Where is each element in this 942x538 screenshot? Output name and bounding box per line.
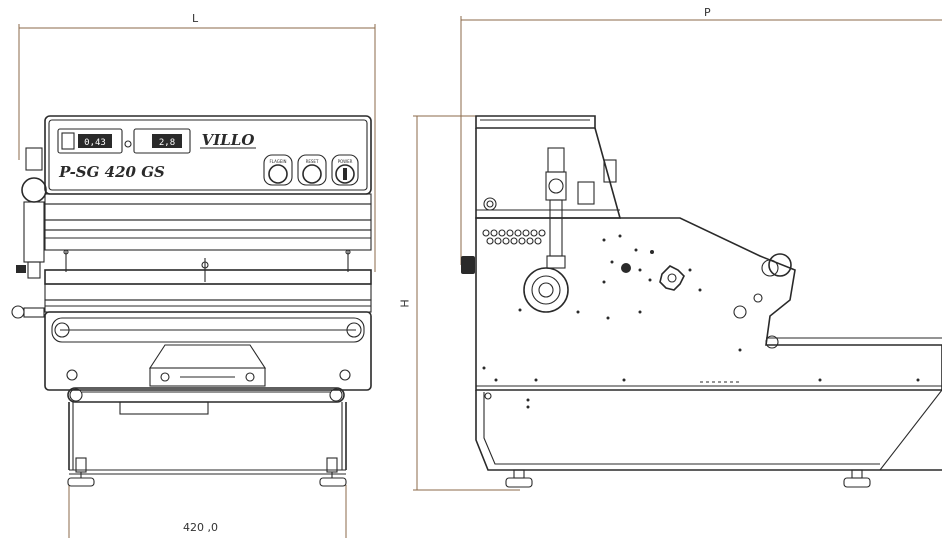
brand-logo: VILLO [202,131,255,149]
side-knob [659,265,685,291]
display-left-value: 0,43 [84,138,106,148]
dimension-label-L: L [192,12,199,25]
side-foot-left [505,469,533,488]
dimension-base-width [68,485,347,538]
side-view [461,115,942,488]
button-3: POWER [331,154,359,186]
model-name: P-SG 420 GS [58,163,165,181]
display-right: 2,8 [133,128,191,154]
dimension-label-base-width: 420 ,0 [183,521,218,534]
side-valve [545,147,567,269]
button-2: RESET [297,154,327,186]
side-foot-right [843,469,871,488]
front-view: 0,43 2,8 VILLO P-SG 420 GS FLAGEIN RESET [11,115,372,487]
front-foot-left [67,457,95,487]
dimension-H [413,115,520,491]
button-3-label: POWER [338,159,353,164]
front-foot-right [319,457,347,487]
side-wheel-holes [523,267,569,313]
button-1: FLAGEIN [263,154,293,186]
display-left: 0,43 [57,128,123,154]
button-1-label: FLAGEIN [269,159,286,164]
side-hole-row [482,229,546,245]
dimension-L [18,24,376,272]
dimension-P [460,16,942,265]
dimension-label-H: H [398,299,412,308]
display-right-value: 2,8 [159,138,175,148]
front-air-regulator [11,147,47,319]
button-2-label: RESET [306,159,319,164]
dimension-label-P: P [704,6,711,19]
